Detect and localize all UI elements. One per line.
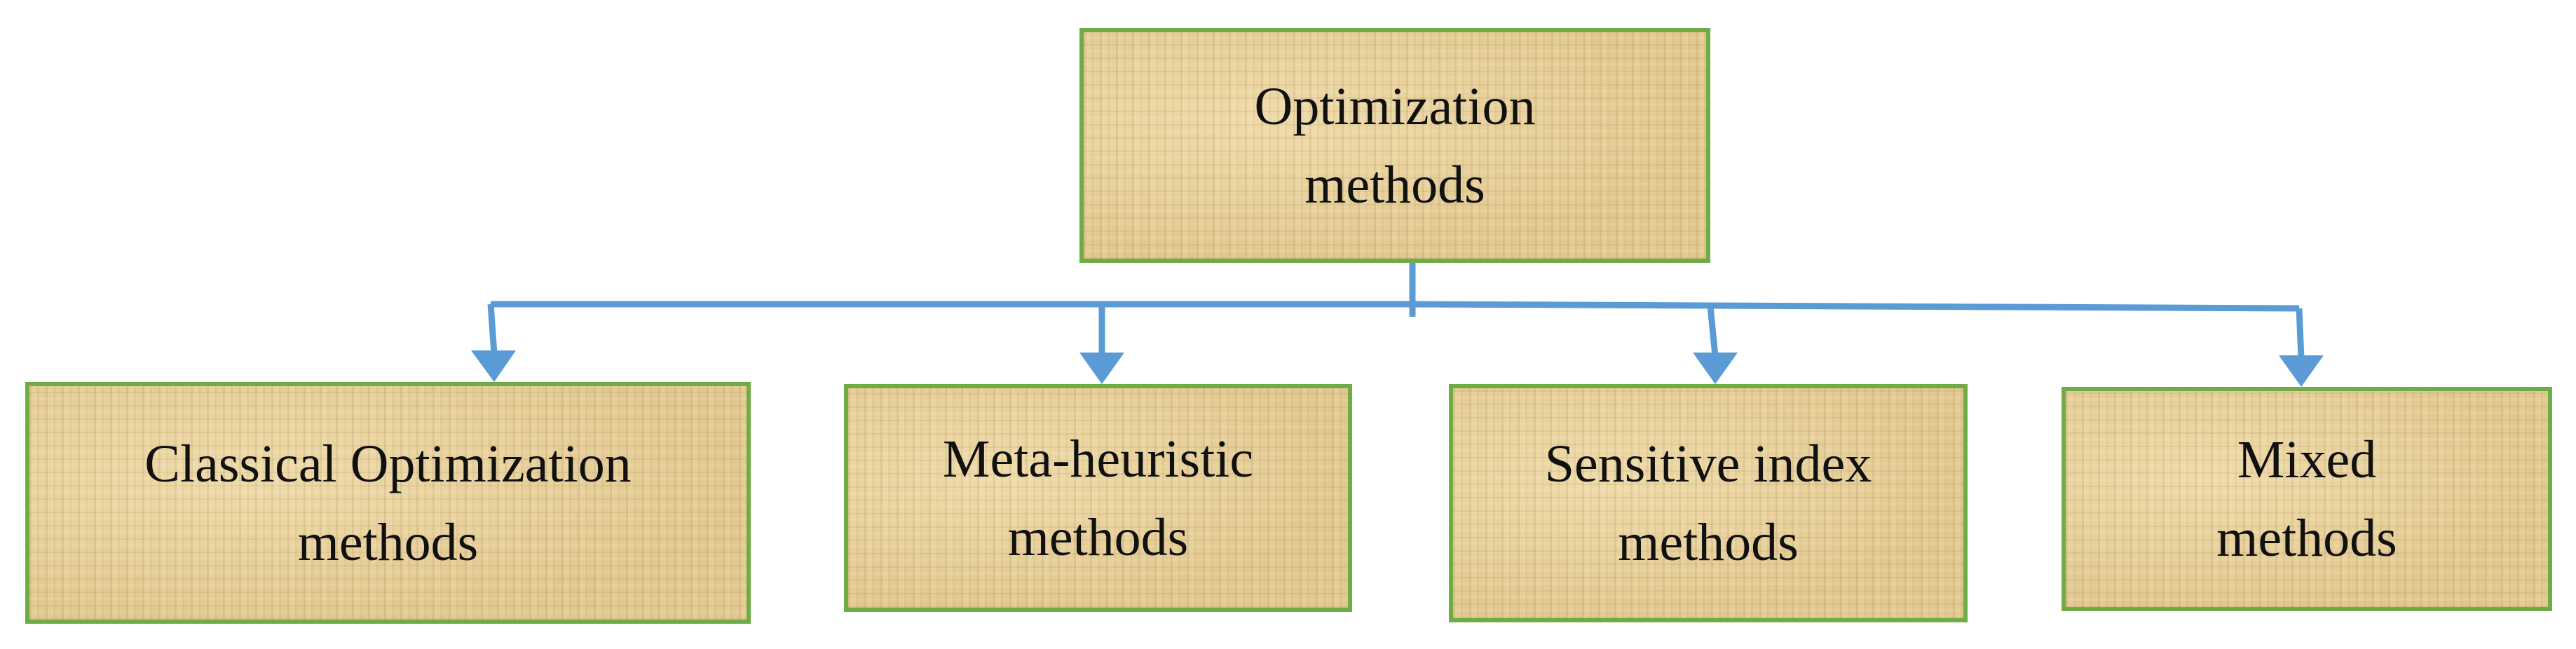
node-label-line2: methods	[1618, 513, 1799, 572]
node-meta-heuristic-methods: Meta-heuristic methods	[844, 384, 1352, 612]
arrowhead-classical	[471, 350, 516, 382]
node-label-line1: Optimization	[1254, 76, 1536, 136]
node-label-line2: methods	[1304, 155, 1485, 214]
node-label-line2: methods	[2216, 509, 2397, 568]
arrowhead-mixed	[2279, 355, 2324, 387]
node-mixed-methods: Mixed methods	[2062, 387, 2552, 611]
horizontal-bus-line	[491, 301, 2300, 312]
node-optimization-methods: Optimization methods	[1079, 28, 1710, 263]
node-label-line1: Classical Optimization	[144, 434, 632, 493]
arrowhead-sensitive	[1693, 353, 1738, 384]
arrow-to-sensitive	[1707, 306, 1719, 357]
arrow-to-mixed	[2296, 308, 2305, 360]
arrow-to-classical	[487, 303, 498, 355]
node-label-line2: methods	[297, 512, 479, 572]
node-label-line1: Mixed	[2237, 430, 2377, 489]
node-label-line1: Sensitive index	[1544, 435, 1872, 493]
node-classical-optimization-methods: Classical Optimization methods	[25, 382, 751, 624]
node-label-line2: methods	[1007, 507, 1189, 567]
arrowhead-metaheuristic	[1079, 353, 1124, 384]
node-label-line1: Meta-heuristic	[942, 429, 1254, 489]
node-sensitive-index-methods: Sensitive index methods	[1449, 384, 1968, 622]
